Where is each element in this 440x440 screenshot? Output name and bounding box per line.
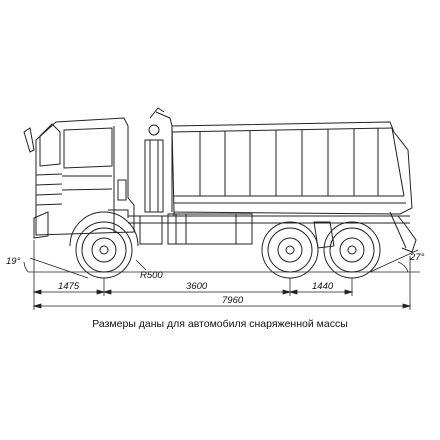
- approach-angle-label: 19°: [6, 256, 21, 267]
- wheelbase-label: 3600: [186, 281, 208, 292]
- cab: [23, 117, 135, 239]
- overall-length-label: 7960: [222, 295, 244, 306]
- dimension-lines: [32, 240, 412, 310]
- chassis-frame: [128, 211, 417, 253]
- front-overhang-label: 1475: [58, 281, 80, 292]
- front-wheel: [69, 211, 139, 279]
- rear-axle-spacing-label: 1440: [312, 281, 334, 292]
- dump-body: [171, 121, 413, 216]
- diagram-caption: Размеры даны для автомобиля снаряженной …: [92, 318, 348, 330]
- front-shield-and-hoist: [144, 107, 173, 213]
- ground-and-angle-lines: [23, 249, 420, 279]
- turning-radius-label: R500: [140, 270, 163, 281]
- rear-wheel-1: [261, 221, 319, 279]
- rear-wheel-2: [323, 221, 381, 279]
- departure-angle-label: 27°: [409, 252, 425, 263]
